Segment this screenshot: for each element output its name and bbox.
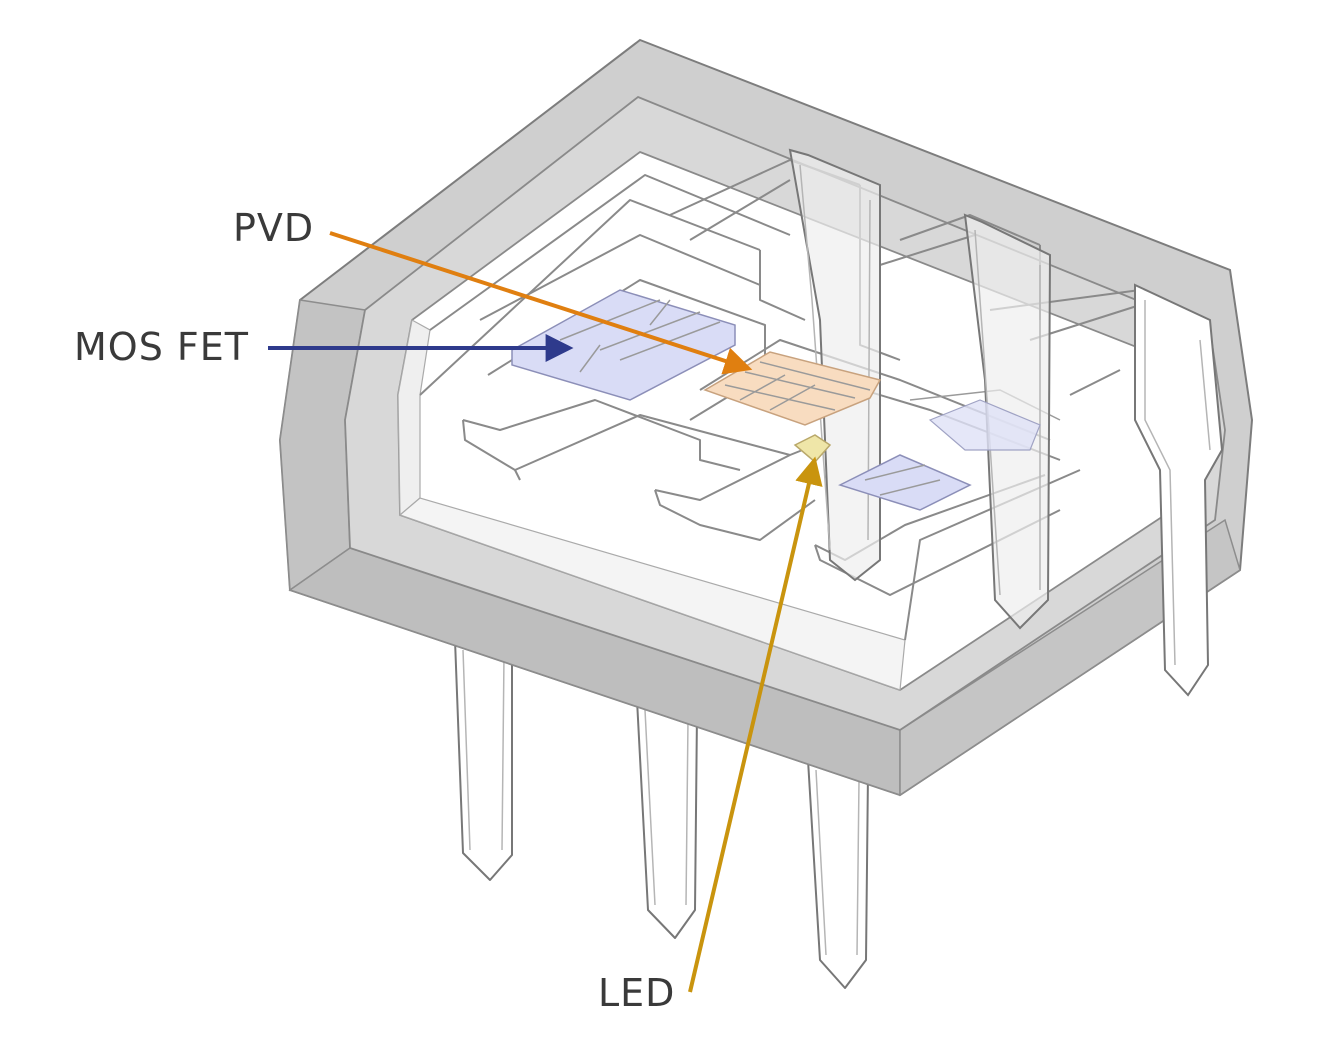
mosfet-die-right (838, 454, 972, 511)
pvd-label: PVD (233, 206, 314, 250)
housing (278, 38, 1254, 797)
mosfet-die-left (511, 289, 736, 401)
led-arrow (688, 456, 823, 993)
mosfet-die-back (928, 399, 1041, 451)
callouts: PVD MOS FET LED (74, 206, 823, 1015)
led-label: LED (598, 971, 675, 1015)
pvd-arrow (329, 231, 753, 375)
mosfet-label: MOS FET (74, 325, 249, 369)
top-pin-1 (788, 148, 881, 582)
led-die (793, 434, 832, 464)
top-pin-3 (1134, 283, 1224, 697)
